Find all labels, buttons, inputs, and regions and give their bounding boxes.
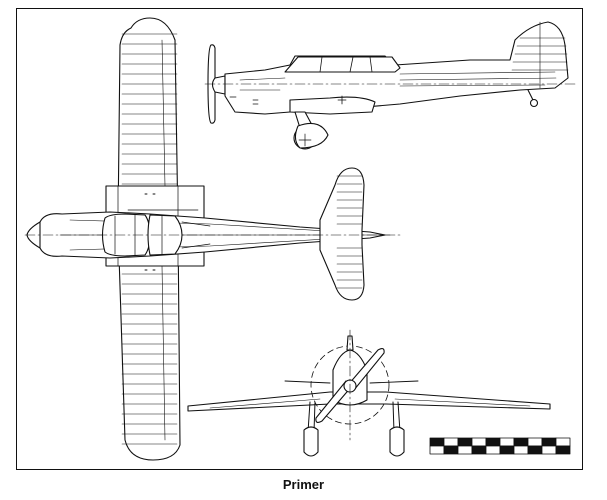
scale-bar-segment [555,437,571,447]
scale-bar-segment [541,437,557,447]
side-canopy [284,56,401,73]
scale-bar-segment [527,437,543,447]
scale-bar-segment [471,437,487,447]
wing-spar-line [161,39,166,441]
scale-bar-segment [457,445,473,455]
side-canopy-frames [319,56,373,73]
scale-bar-segment [499,437,515,447]
front-propeller-blade-lower [315,380,353,423]
scale-bar-segment [429,445,445,455]
side-wheel-axle [298,133,312,147]
front-wing-detail [209,398,531,409]
plan-tailplane [319,167,365,301]
front-wing [187,391,551,412]
front-left-wheel [303,426,319,457]
drawing-frame [16,8,583,470]
front-tailplane [284,380,419,384]
side-wing-root [289,96,376,115]
scale-bar-segment [443,437,459,447]
scale-bar-segment [485,445,501,455]
scale-bar-segment [471,445,487,455]
scale-bar-segment [485,437,501,447]
scale-bar-segment [541,445,557,455]
scale-bar-segment [443,445,459,455]
side-tail-wheel-leg [527,89,534,101]
side-view [204,21,576,150]
side-fuselage-stringers [239,71,557,91]
scale-bar-segment [513,437,529,447]
scale-bar-segment [429,437,445,447]
plan-bolt-marks [144,193,156,271]
scale-bar-segment [527,445,543,455]
plan-wing-outline [117,17,181,461]
front-undercarriage-legs [307,401,401,433]
scale-bar-segment [457,437,473,447]
scale-bar-segment [555,445,571,455]
side-spinner [211,75,226,95]
front-right-wheel [389,426,405,457]
front-propeller-blade-upper [347,348,385,391]
side-fin-ribs [511,21,569,89]
side-detail-marks [229,95,347,105]
plan-wing-ribs [121,33,178,445]
drawing-caption: Primer [282,477,325,492]
plan-view [24,17,401,461]
plan-tailplane-ribs [336,175,363,289]
side-tail-wheel [529,98,539,108]
scale-bar [429,437,571,455]
scale-bar-segment [513,445,529,455]
side-wheel-spat [294,122,329,149]
front-view [187,329,551,457]
scale-bar-segment [499,445,515,455]
